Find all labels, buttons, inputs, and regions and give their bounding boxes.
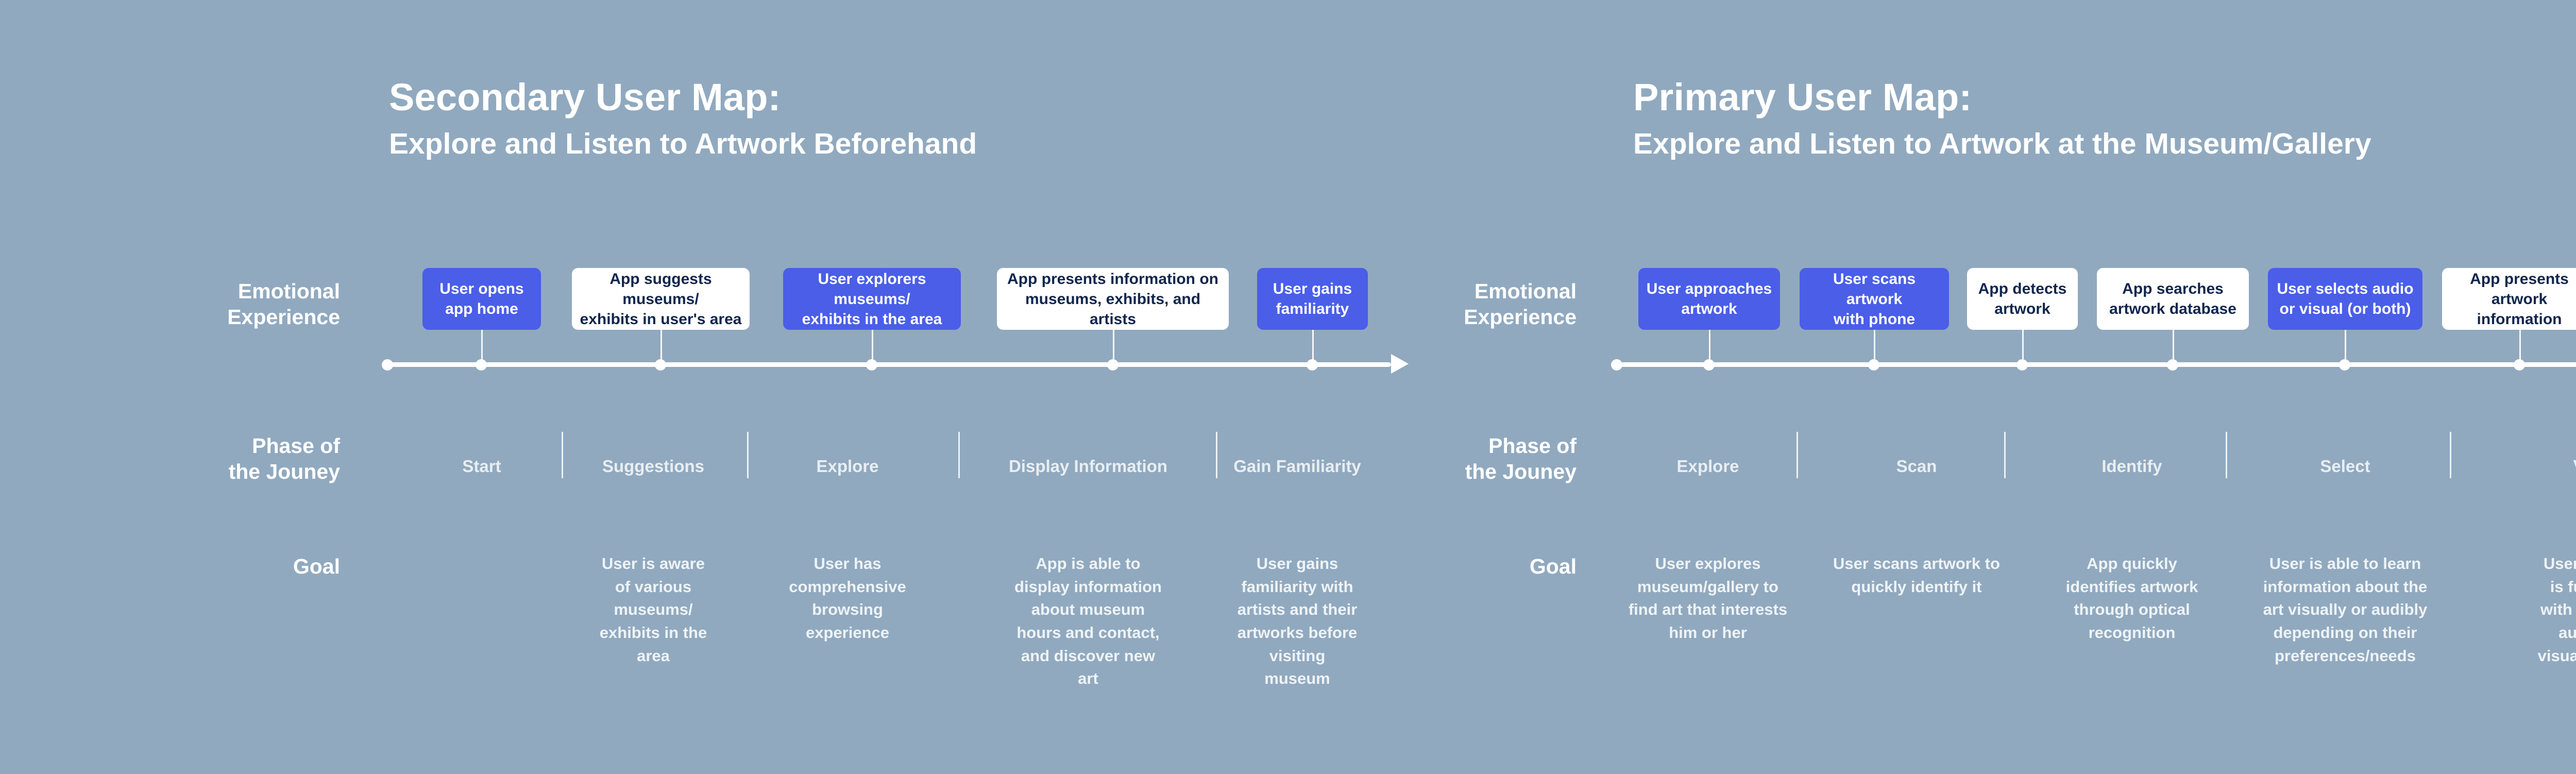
step-card[interactable]: App suggests museums/ exhibits in user's… bbox=[572, 268, 750, 330]
timeline-stem bbox=[1312, 330, 1314, 363]
primary-emotional-row-label: Emotional Experience bbox=[1464, 279, 1577, 329]
timeline-stem bbox=[872, 330, 873, 363]
primary-goal-row-label: Goal bbox=[1529, 554, 1577, 578]
timeline-dot[interactable] bbox=[2167, 359, 2178, 371]
secondary-phase-row-label: Phase of the Jouney bbox=[228, 434, 340, 484]
phase-label[interactable]: Identify bbox=[2102, 457, 2162, 476]
timeline-dot[interactable] bbox=[1611, 359, 1622, 371]
goal-text: User explores museum/gallery to find art… bbox=[1628, 554, 1788, 642]
phase-label[interactable]: Explore bbox=[816, 457, 879, 476]
timeline-dot[interactable] bbox=[866, 359, 877, 371]
phase-label[interactable]: View/Listen bbox=[2573, 457, 2576, 476]
secondary-goal-row-label: Goal bbox=[293, 554, 340, 578]
timeline-dot[interactable] bbox=[382, 359, 393, 371]
phase-divider bbox=[1797, 432, 1798, 478]
secondary-emotional-row-label: Emotional Experience bbox=[227, 279, 340, 329]
step-card[interactable]: App presents artwork information bbox=[2442, 268, 2576, 330]
timeline-dot[interactable] bbox=[476, 359, 487, 371]
timeline-dot[interactable] bbox=[2339, 359, 2350, 371]
timeline-stem bbox=[2519, 330, 2521, 363]
primary-user-map: Primary User Map: Explore and Listen to … bbox=[1432, 0, 2576, 774]
phase-label[interactable]: Gain Familiarity bbox=[1233, 457, 1361, 476]
step-card[interactable]: App detects artwork bbox=[1967, 268, 2078, 330]
timeline-stem bbox=[1874, 330, 1875, 363]
goal-text: User scans artwork to quickly identify i… bbox=[1833, 554, 2000, 596]
timeline-stem bbox=[2173, 330, 2174, 363]
secondary-timeline-axis bbox=[0, 354, 1432, 374]
step-card[interactable]: User explorers museums/ exhibits in the … bbox=[783, 268, 961, 330]
phase-divider bbox=[2226, 432, 2227, 478]
timeline-stem bbox=[481, 330, 483, 363]
timeline-dot[interactable] bbox=[1703, 359, 1715, 371]
goal-text: User is able to learn information about … bbox=[2263, 554, 2428, 665]
goal-text: User is learning and is further engaged … bbox=[2537, 554, 2576, 665]
phase-label[interactable]: Select bbox=[2320, 457, 2370, 476]
step-card[interactable]: App presents information on museums, exh… bbox=[997, 268, 1229, 330]
step-card[interactable]: User opens app home bbox=[422, 268, 541, 330]
phase-label[interactable]: Display Information bbox=[1008, 457, 1168, 476]
phase-divider bbox=[747, 432, 749, 478]
goal-text: User is aware of various museums/ exhibi… bbox=[599, 554, 707, 665]
goal-text: User has comprehensive browsing experien… bbox=[789, 554, 906, 642]
timeline-dot[interactable] bbox=[1107, 359, 1118, 371]
primary-map-title: Primary User Map: bbox=[1633, 76, 1972, 119]
timeline-dot[interactable] bbox=[2514, 359, 2525, 371]
primary-map-subtitle: Explore and Listen to Artwork at the Mus… bbox=[1633, 127, 2371, 161]
phase-divider bbox=[2004, 432, 2006, 478]
timeline-dot[interactable] bbox=[655, 359, 666, 371]
timeline-arrow-icon bbox=[1391, 354, 1409, 374]
timeline-stem bbox=[1709, 330, 1710, 363]
phase-label[interactable]: Scan bbox=[1896, 457, 1937, 476]
primary-map-title-block: Primary User Map: Explore and Listen to … bbox=[1633, 77, 2371, 161]
goal-text: App quickly identifies artwork through o… bbox=[2065, 554, 2198, 642]
timeline-stem bbox=[660, 330, 662, 363]
timeline-dot[interactable] bbox=[1307, 359, 1318, 371]
phase-label[interactable]: Start bbox=[462, 457, 501, 476]
secondary-map-title: Secondary User Map: bbox=[389, 76, 781, 119]
timeline-line bbox=[1613, 362, 2576, 367]
phase-divider bbox=[2450, 432, 2451, 478]
step-card[interactable]: User gains familiarity bbox=[1257, 268, 1368, 330]
primary-timeline-axis bbox=[1432, 359, 2576, 371]
phase-label[interactable]: Explore bbox=[1676, 457, 1739, 476]
step-card[interactable]: User selects audio or visual (or both) bbox=[2268, 268, 2422, 330]
secondary-map-title-block: Secondary User Map: Explore and Listen t… bbox=[389, 77, 977, 161]
goal-text: User gains familiarity with artists and … bbox=[1237, 554, 1358, 688]
secondary-user-map: Secondary User Map: Explore and Listen t… bbox=[0, 77, 1432, 688]
step-card[interactable]: User approaches artwork bbox=[1638, 268, 1780, 330]
timeline-stem bbox=[2022, 330, 2024, 363]
secondary-map-subtitle: Explore and Listen to Artwork Beforehand bbox=[389, 127, 977, 161]
phase-divider bbox=[562, 432, 563, 478]
phase-divider bbox=[1216, 432, 1217, 478]
timeline-stem bbox=[1113, 330, 1114, 363]
timeline-dot[interactable] bbox=[2016, 359, 2028, 371]
timeline-line bbox=[384, 362, 1391, 367]
goal-text: App is able to display information about… bbox=[1014, 554, 1162, 688]
timeline-dot[interactable] bbox=[1868, 359, 1879, 371]
step-card[interactable]: User scans artwork with phone bbox=[1800, 268, 1949, 330]
primary-phase-row-label: Phase of the Jouney bbox=[1465, 434, 1577, 484]
phase-divider bbox=[958, 432, 960, 478]
phase-label[interactable]: Suggestions bbox=[602, 457, 705, 476]
timeline-stem bbox=[2345, 330, 2346, 363]
step-card[interactable]: App searches artwork database bbox=[2097, 268, 2249, 330]
